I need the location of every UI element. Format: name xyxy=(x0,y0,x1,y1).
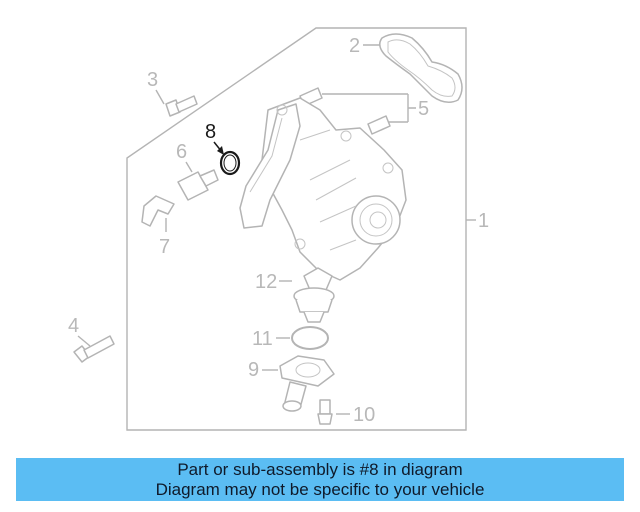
callout-11: 11 xyxy=(252,328,273,350)
part-4-bolt xyxy=(73,335,115,363)
callout-7: 7 xyxy=(159,236,170,258)
banner-line-1: Part or sub-assembly is #8 in diagram xyxy=(177,459,463,479)
part-2-gasket xyxy=(379,33,463,103)
leader-line-4 xyxy=(77,335,91,347)
part-1-water-pump xyxy=(239,97,407,281)
leader-line-6 xyxy=(185,161,193,173)
callout-8: 8 xyxy=(205,121,216,143)
banner-line-2: Diagram may not be specific to your vehi… xyxy=(155,479,485,499)
part-8-o-ring-inner xyxy=(223,154,237,172)
part-10-bolt xyxy=(317,399,333,425)
parts-diagram: 1 2 3 4 5 6 8 7 xyxy=(68,27,489,431)
callout-6: 6 xyxy=(176,141,187,163)
callout-9: 9 xyxy=(248,359,259,381)
part-8-o-ring xyxy=(219,150,241,176)
callout-12: 12 xyxy=(255,271,277,293)
part-7-clip xyxy=(141,195,175,227)
callout-1: 1 xyxy=(478,210,489,232)
assembly-frame xyxy=(126,27,467,431)
callout-4: 4 xyxy=(68,315,79,337)
leader-arrow-8 xyxy=(217,146,224,155)
callout-2: 2 xyxy=(349,35,360,57)
leader-line-3 xyxy=(155,89,165,105)
callout-3: 3 xyxy=(147,69,158,91)
callout-5: 5 xyxy=(418,98,429,120)
part-2-gasket-inner xyxy=(387,39,456,97)
part-11-seal-ring xyxy=(291,326,329,350)
callout-10: 10 xyxy=(353,404,375,426)
part-6-sensor xyxy=(177,169,219,201)
info-banner: Part or sub-assembly is #8 in diagram Di… xyxy=(16,458,624,501)
leader-line-5 xyxy=(322,93,416,123)
part-9-cover xyxy=(279,355,335,412)
part-3-bolt xyxy=(165,95,198,117)
part-12-thermostat xyxy=(293,267,335,323)
